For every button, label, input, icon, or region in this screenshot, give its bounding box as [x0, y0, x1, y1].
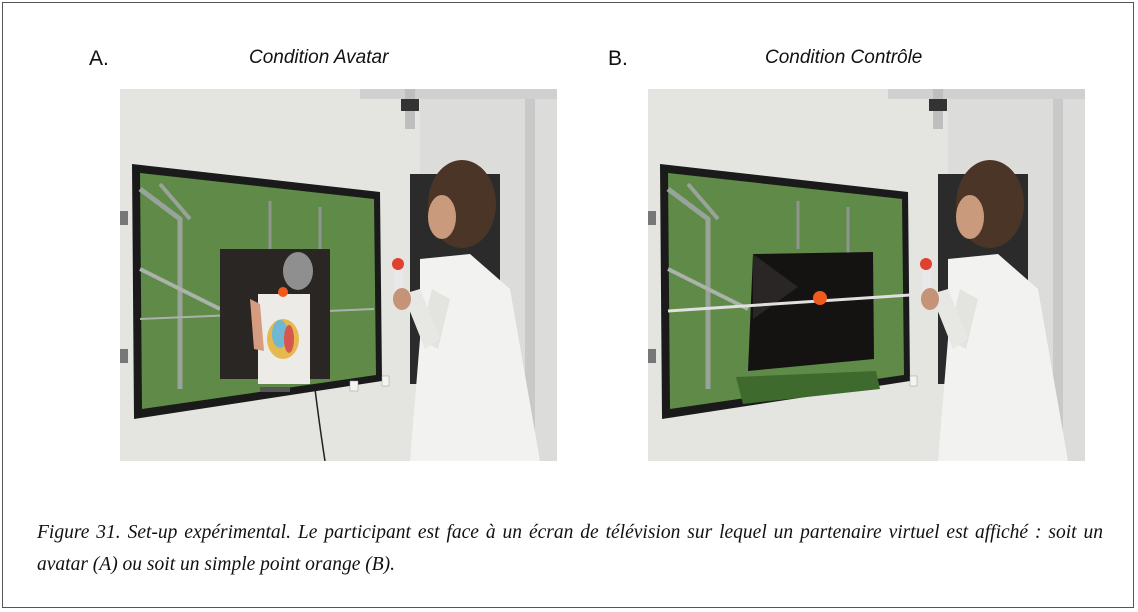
photo-condition-avatar: [120, 89, 557, 461]
panel-b-letter: B.: [608, 47, 628, 70]
panel-a-letter: A.: [89, 47, 109, 70]
figure-caption: Figure 31. Set-up expérimental. Le parti…: [37, 522, 1103, 575]
panel-a-title: Condition Avatar: [249, 47, 389, 68]
panel-b-title: Condition Contrôle: [765, 47, 923, 68]
photo-condition-controle: [648, 89, 1085, 461]
